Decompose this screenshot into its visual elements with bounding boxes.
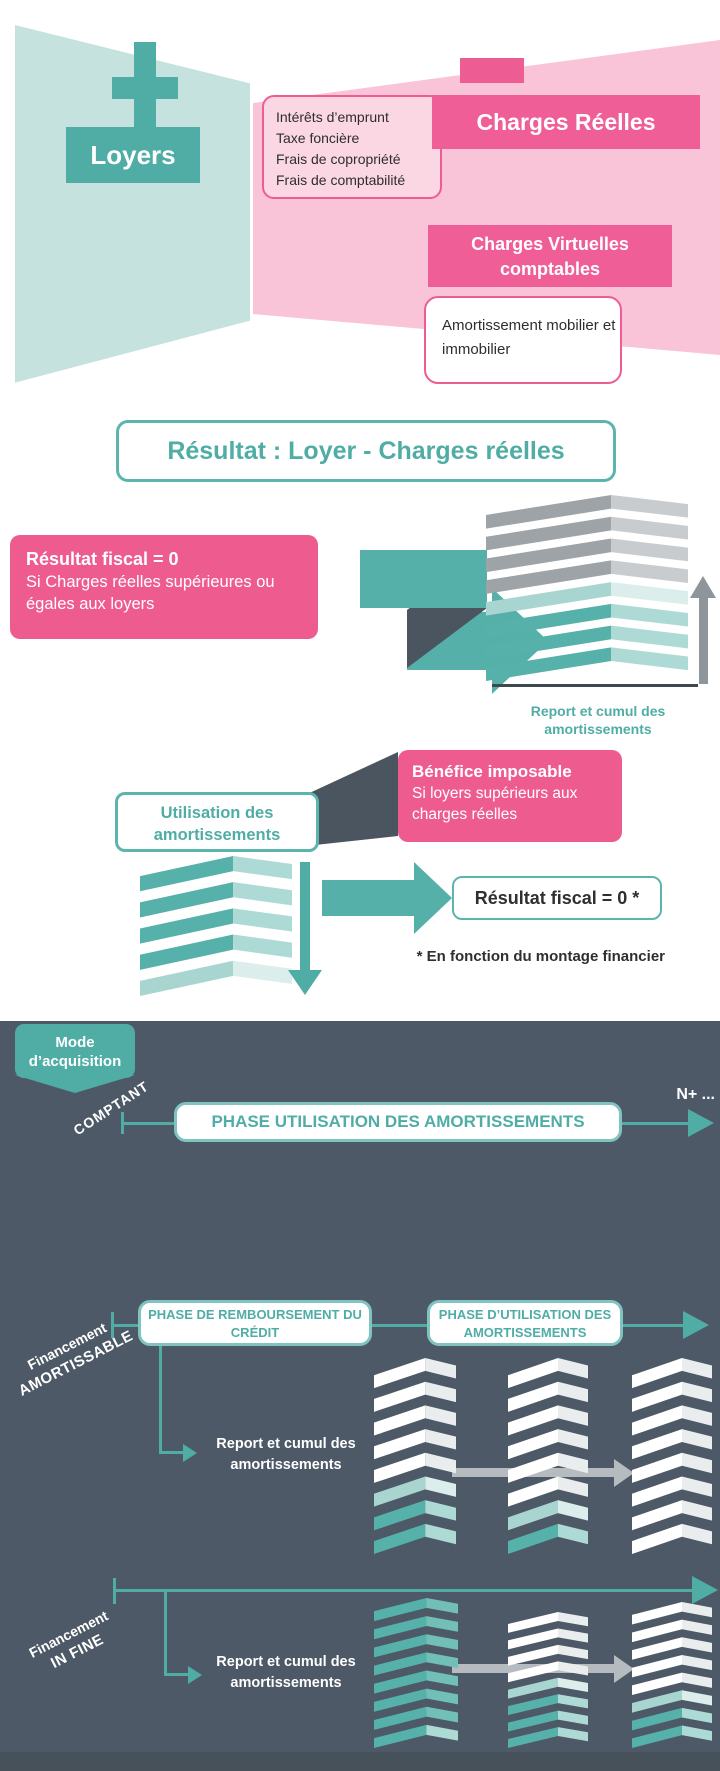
minus-icon <box>460 58 524 83</box>
charges-list-item: Intérêts d’emprunt <box>276 109 389 125</box>
loyers-box: Loyers <box>66 127 200 183</box>
timeline-tick <box>121 1112 124 1134</box>
badge-line: d’acquisition <box>28 1053 122 1070</box>
building-icon <box>632 1602 712 1748</box>
amortissement-note: Amortissement mobilier et immobilier <box>424 296 622 384</box>
card-body: Si loyers supérieurs aux charges réelles <box>412 785 578 823</box>
charges-reelles-list: Intérêts d’emprunt Taxe foncière Frais d… <box>262 95 442 199</box>
badge-line: Mode <box>55 1034 95 1051</box>
footnote: * En fonction du montage financier <box>416 948 665 965</box>
elbow-line <box>164 1673 188 1676</box>
arrow-head-icon <box>183 1444 197 1462</box>
plus-icon <box>112 77 178 99</box>
charges-virtuelles-title: Charges Virtuelles comptables <box>428 225 672 287</box>
phase-box-remboursement: PHASE DE REMBOURSEMENT DU CRÉDIT <box>138 1300 372 1346</box>
arrow-head-icon <box>188 1666 202 1684</box>
timeline-tick <box>113 1578 116 1604</box>
building-icon <box>508 1612 588 1748</box>
charges-reelles-title: Charges Réelles <box>432 95 700 149</box>
card-title: Bénéfice imposable <box>412 762 572 781</box>
building-gray-teal-icon <box>486 495 688 681</box>
timeline-end-label: N+ ... <box>676 1086 715 1103</box>
arrow-head-icon <box>688 1109 714 1137</box>
timeline-line <box>114 1324 138 1327</box>
drop-line <box>159 1346 162 1454</box>
timeline-line <box>124 1122 174 1125</box>
timeline-tick <box>111 1312 114 1338</box>
card-title: Résultat fiscal = 0 <box>26 549 179 569</box>
building-teal-icon <box>140 856 292 996</box>
building-icon <box>508 1358 588 1554</box>
mode-acquisition-badge: Mode d’acquisition <box>15 1024 135 1078</box>
elbow-line <box>159 1451 183 1454</box>
badge-pointer <box>15 1075 135 1093</box>
report-cumul-caption: Report et cumul des amortissements <box>530 703 666 737</box>
section-bottom-strip <box>0 1752 720 1771</box>
card-body: Si Charges réelles supérieures ou égales… <box>26 573 275 613</box>
right-block-arrow-icon <box>322 862 452 934</box>
resultat-fiscal-zero-card: Résultat fiscal = 0 Si Charges réelles s… <box>10 535 318 639</box>
resultat-fiscal-star-box: Résultat fiscal = 0 * <box>452 876 662 920</box>
down-arrow-icon <box>300 862 310 972</box>
report-cumul-label: Report et cumul des amortissements <box>216 1436 356 1473</box>
arrow-head-icon <box>692 1576 718 1604</box>
resultat-formula-box: Résultat : Loyer - Charges réelles <box>116 420 616 482</box>
charges-list-item: Frais de copropriété <box>276 151 401 167</box>
charges-list-item: Taxe foncière <box>276 130 360 146</box>
acquisition-section-background <box>0 1021 720 1771</box>
up-arrow-icon <box>699 598 708 684</box>
utilisation-amortissements-box: Utilisation des amortissements <box>115 792 319 852</box>
drop-line <box>164 1592 167 1676</box>
phase-box-utilisation: PHASE D’UTILISATION DES AMORTISSEMENTS <box>427 1300 623 1346</box>
building-icon <box>632 1358 712 1554</box>
gray-arrow-head-icon <box>614 1459 634 1487</box>
gray-arrow-head-icon <box>614 1655 634 1683</box>
building-icon <box>374 1598 458 1748</box>
timeline-line <box>623 1324 683 1327</box>
timeline-line <box>622 1122 688 1125</box>
timeline-line <box>372 1324 427 1327</box>
phase-box-utilisation: PHASE UTILISATION DES AMORTISSEMENTS <box>174 1102 622 1142</box>
benefice-imposable-card: Bénéfice imposable Si loyers supérieurs … <box>398 750 622 842</box>
report-cumul-label: Report et cumul des amortissements <box>216 1654 356 1691</box>
building-baseline <box>492 684 698 687</box>
up-arrow-icon <box>690 576 716 598</box>
charges-list-item: Frais de comptabilité <box>276 172 406 188</box>
timeline-line <box>116 1589 692 1592</box>
building-icon <box>374 1358 456 1554</box>
arrow-head-icon <box>683 1311 709 1339</box>
down-arrow-icon <box>288 970 322 995</box>
